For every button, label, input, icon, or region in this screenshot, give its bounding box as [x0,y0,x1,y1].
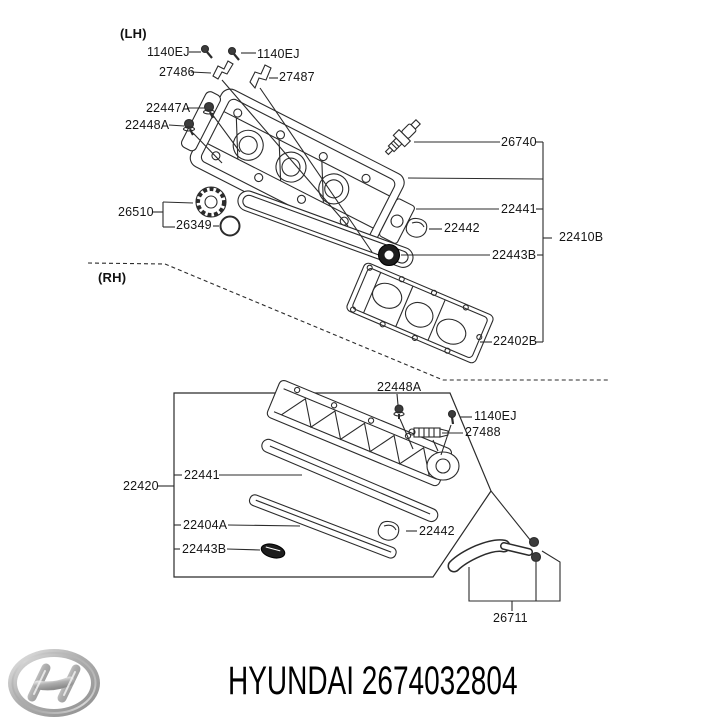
bolt-1140ej-b-icon [227,46,240,61]
label-26510: 26510 [118,205,154,219]
rh-leader-lines [158,393,472,551]
label-22448a-bottom: 22448A [377,380,422,394]
rh-seal-22442-drawing [377,520,400,541]
label-22442-top: 22442 [444,221,480,235]
label-22404a: 22404A [183,518,228,532]
assembly-bracket-22410b [535,141,552,343]
gasket-22402b-drawing [346,262,494,364]
lh-tube-seal-drawing [377,243,401,267]
rh-gasket-drawing [261,438,439,523]
lh-valve-cover-drawing [180,88,415,252]
bolt-22448a-top-icon [182,118,196,136]
label-27487: 27487 [279,70,315,84]
lh-section-art [87,44,608,381]
breather-hose-drawing [447,536,542,573]
hose-bracket-26711 [468,550,561,611]
label-22447a: 22447A [146,101,191,115]
cable-clamp-27487-icon [249,64,272,90]
group-box-22420 [173,392,492,578]
oil-filler-cap-drawing [195,186,227,218]
label-22420: 22420 [123,479,159,493]
label-1140ej-b: 1140EJ [257,47,300,61]
bolt-22447a-icon [202,101,216,119]
rh-tube-seal-drawing [260,543,286,559]
bolt-1140ej-a-icon [200,44,213,59]
hyundai-logo [8,649,100,717]
bolt-22448a-bottom-icon [393,404,405,419]
lh-leader-lines [153,51,544,343]
section-label-lh: (LH) [120,26,147,41]
label-22402b: 22402B [493,334,538,348]
label-26349: 26349 [176,218,212,232]
label-22443b-top: 22443B [492,248,537,262]
bolt-1140ej-c-icon [447,409,457,425]
cable-clamp-27486-icon [212,60,234,80]
label-26711: 26711 [493,611,528,625]
label-1140ej-a: 1140EJ [147,45,190,59]
label-1140ej-c: 1140EJ [474,409,517,423]
label-22410b: 22410B [559,230,604,244]
section-label-rh: (RH) [98,270,127,285]
rh-section-art [158,379,561,611]
label-22441-bottom: 22441 [184,468,220,482]
baffle-plate-drawing [248,494,397,559]
label-27486: 27486 [159,65,195,79]
label-26740: 26740 [501,135,537,149]
label-27488: 27488 [465,425,501,439]
lh-seal-22442-drawing [405,217,428,238]
label-22441-top: 22441 [501,202,537,216]
spark-plug-drawing [384,119,421,156]
label-22443b-bottom: 22443B [182,542,227,556]
label-22442-bottom: 22442 [419,524,455,538]
label-22448a-top: 22448A [125,118,170,132]
section-separator-dashed [87,262,608,381]
part-number-title: HYUNDAI 2674032804 [228,659,518,703]
rh-cover-end-piece [426,451,460,481]
cap-o-ring-drawing [219,215,241,237]
